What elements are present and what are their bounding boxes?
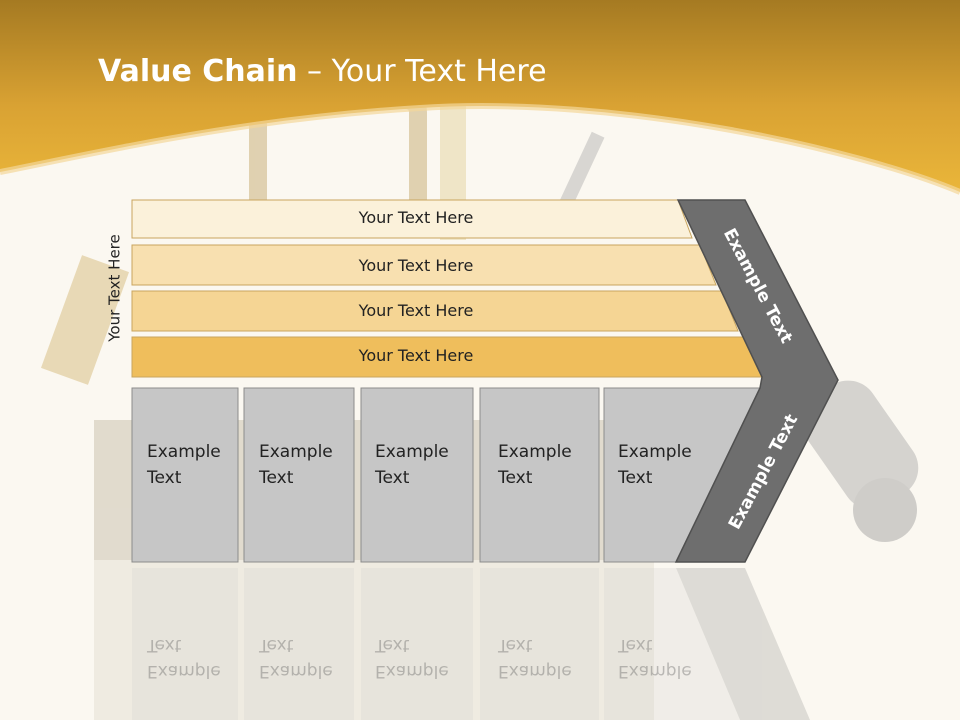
box-3-label: Example Text — [375, 442, 449, 488]
bar-2 — [131, 244, 717, 286]
box-4-label: Example Text — [498, 442, 572, 488]
vertical-label-text: Your Text Here — [106, 234, 124, 342]
box-1 — [131, 387, 239, 563]
box-1-reflection: Example Text — [147, 635, 221, 681]
box-1-label: Example Text — [147, 442, 221, 488]
box-5-reflection: Example Text — [618, 635, 692, 681]
title-bold: Value Chain — [98, 54, 298, 89]
bar-4-label: Your Text Here — [358, 346, 474, 365]
box-4 — [479, 387, 600, 563]
bar-3 — [131, 290, 739, 332]
box-2-reflection: Example Text — [259, 635, 333, 681]
slide-title: Value Chain – Your Text Here — [98, 54, 547, 89]
box-3-reflection: Example Text — [375, 635, 449, 681]
bar-3-label: Your Text Here — [358, 301, 474, 320]
bar-1 — [131, 199, 693, 239]
box-2 — [243, 387, 355, 563]
hammer-head-icon — [801, 380, 919, 542]
title-rest: – Your Text Here — [297, 54, 547, 89]
value-chain-chevron — [674, 199, 839, 563]
box-4-reflection: Example Text — [498, 635, 572, 681]
box-5-label: Example Text — [618, 442, 692, 488]
box-3 — [360, 387, 474, 563]
bar-1-label: Your Text Here — [358, 208, 474, 227]
vertical-label: Your Text Here — [100, 224, 130, 352]
bar-2-label: Your Text Here — [358, 256, 474, 275]
box-2-label: Example Text — [259, 442, 333, 488]
